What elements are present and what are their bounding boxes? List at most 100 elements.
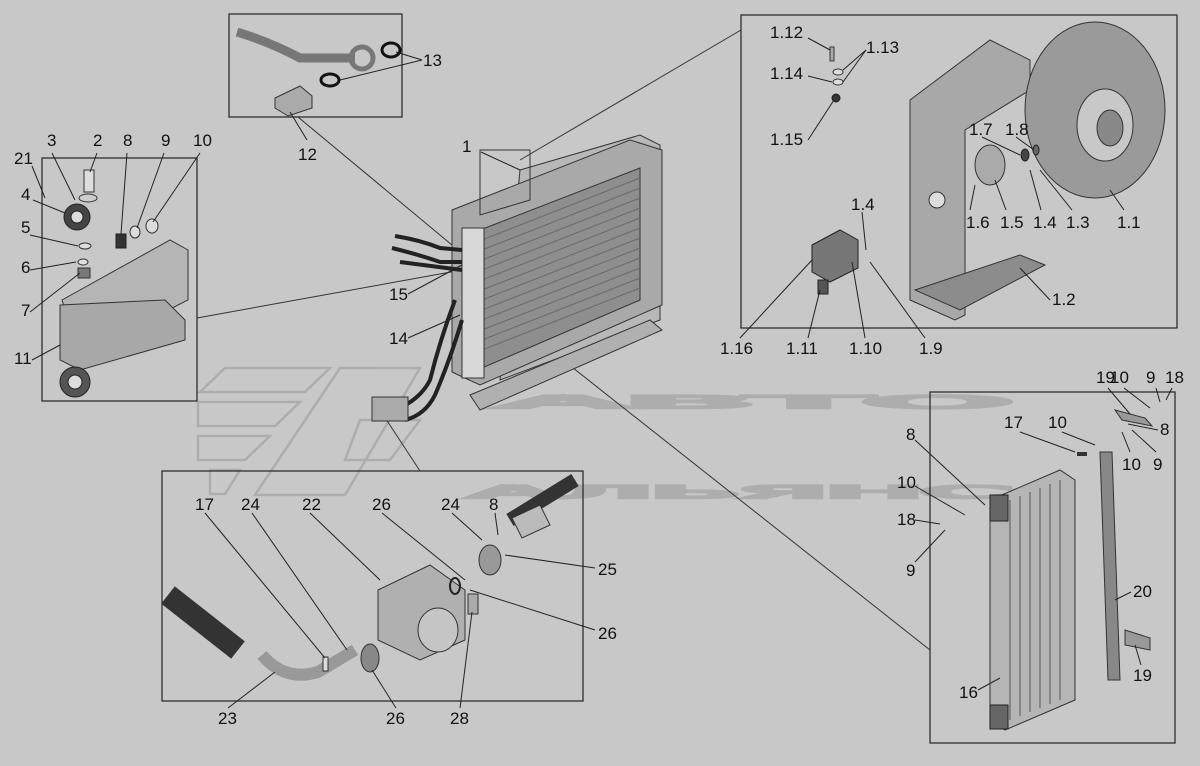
callout-c-24a: 24 xyxy=(241,495,260,514)
bolt-17-pump xyxy=(322,656,329,672)
seal-26b xyxy=(449,577,461,595)
leader-lines xyxy=(29,37,1173,709)
bolt-8 xyxy=(115,233,127,249)
callout-c-3: 3 xyxy=(47,131,56,150)
callout-c-1-13: 1.13 xyxy=(866,38,899,57)
callout-c-8d: 8 xyxy=(489,495,498,514)
suction-hose xyxy=(161,586,245,659)
callout-c-19b: 19 xyxy=(1133,666,1152,685)
callout-c-6: 6 xyxy=(21,258,30,277)
pipe-23 xyxy=(257,644,359,681)
shroud-hole xyxy=(928,191,946,209)
seal-ring-13a xyxy=(380,41,402,59)
pulley-1-5 xyxy=(974,144,1006,186)
callout-c-8c: 8 xyxy=(906,425,915,444)
banjo-bolt-12 xyxy=(274,85,313,117)
callout-c-1-6: 1.6 xyxy=(966,213,990,232)
washer-9 xyxy=(129,225,141,239)
callout-c-23: 23 xyxy=(218,709,237,728)
detail-box-hydraulic-pump xyxy=(161,470,584,702)
oil-cooler-top-cap xyxy=(989,494,1009,522)
callout-c-19a: 19 xyxy=(1096,368,1115,387)
fan-hub-center xyxy=(1096,109,1124,147)
callout-c-22: 22 xyxy=(302,495,321,514)
nut-7 xyxy=(77,267,91,279)
nut-1-8 xyxy=(1032,144,1040,156)
callout-c-1-10: 1.10 xyxy=(849,339,882,358)
watermark-line-2: АЛЬЯНС xyxy=(470,483,1010,503)
watermark-line-1: АВТО xyxy=(500,393,1010,413)
callout-c-4: 4 xyxy=(21,185,30,204)
mount-bracket-lower xyxy=(59,299,186,371)
hose-fitting xyxy=(511,504,551,539)
hydraulic-motor-1-16 xyxy=(811,229,859,283)
callout-c-5: 5 xyxy=(21,218,30,237)
flange-26a xyxy=(360,643,380,673)
banjo-eye xyxy=(348,44,376,72)
washer-1-7 xyxy=(1020,148,1030,162)
callout-c-17b: 17 xyxy=(195,495,214,514)
oil-cooler-parts xyxy=(989,409,1154,731)
callout-c-8a: 8 xyxy=(123,131,132,150)
callout-c-20: 20 xyxy=(1133,582,1152,601)
callout-c-1-15: 1.15 xyxy=(770,130,803,149)
callout-c-1-3: 1.3 xyxy=(1066,213,1090,232)
callout-c-9c: 9 xyxy=(1153,455,1162,474)
mounting-strap-20 xyxy=(1099,451,1121,681)
washer-10 xyxy=(145,218,159,234)
callout-c-16: 16 xyxy=(959,683,978,702)
callout-c-13: 13 xyxy=(423,51,442,70)
detail-box-banjo-fitting xyxy=(228,13,403,118)
callout-c-9b: 9 xyxy=(1146,368,1155,387)
seal-ring-13b xyxy=(319,72,341,88)
callout-c-14: 14 xyxy=(389,329,408,348)
callout-c-10c: 10 xyxy=(1048,413,1067,432)
callout-c-28: 28 xyxy=(450,709,469,728)
fan-shroud-base xyxy=(913,254,1047,311)
watermark-emblem xyxy=(196,366,423,497)
detail-box-fan-assembly xyxy=(740,14,1178,329)
watermark-logo: АВТО АЛЬЯНС xyxy=(196,366,1011,504)
detail-box-oil-cooler xyxy=(929,391,1176,744)
callout-c-1-9: 1.9 xyxy=(919,339,943,358)
bracket-19-top xyxy=(1113,409,1154,427)
bolt-1-12 xyxy=(829,46,835,62)
callout-c-1-8: 1.8 xyxy=(1005,120,1029,139)
callout-c-17a: 17 xyxy=(1004,413,1023,432)
washer-5 xyxy=(78,242,92,250)
callout-c-1-4a: 1.4 xyxy=(1033,213,1057,232)
detail-connector-lines xyxy=(196,29,931,651)
callout-c-1-1: 1.1 xyxy=(1117,213,1141,232)
banjo-parts xyxy=(235,27,402,117)
callout-c-18b: 18 xyxy=(897,510,916,529)
motor-shaft-1-11 xyxy=(817,279,829,295)
callout-c-26b: 26 xyxy=(598,624,617,643)
callout-c-21: 21 xyxy=(14,149,33,168)
callout-c-10a: 10 xyxy=(193,131,212,150)
callout-c-1-16: 1.16 xyxy=(720,339,753,358)
callout-c-24b: 24 xyxy=(441,495,460,514)
detail-box-mount-bracket xyxy=(41,157,198,402)
washer-3 xyxy=(78,193,98,203)
callout-c-15: 15 xyxy=(389,285,408,304)
bracket-parts xyxy=(59,169,189,398)
callout-c-2: 2 xyxy=(93,131,102,150)
callout-c-1-5: 1.5 xyxy=(1000,213,1024,232)
washer-1-13b xyxy=(832,78,844,86)
callout-c-12: 12 xyxy=(298,145,317,164)
callout-c-25: 25 xyxy=(598,560,617,579)
callout-c-1-11: 1.11 xyxy=(786,339,818,358)
callout-c-1-7: 1.7 xyxy=(969,120,993,139)
radiator-assembly xyxy=(451,134,663,411)
fan-shroud-frame xyxy=(909,39,1031,321)
radiator-fins xyxy=(481,177,641,351)
callout-c-26c: 26 xyxy=(386,709,405,728)
callout-c-1-2: 1.2 xyxy=(1052,290,1076,309)
callout-c-9d: 9 xyxy=(906,561,915,580)
oil-cooler-bottom-cap xyxy=(989,704,1009,730)
callout-c-8b: 8 xyxy=(1160,420,1169,439)
callout-c-1-14: 1.14 xyxy=(770,64,803,83)
callout-c-18a: 18 xyxy=(1165,368,1184,387)
